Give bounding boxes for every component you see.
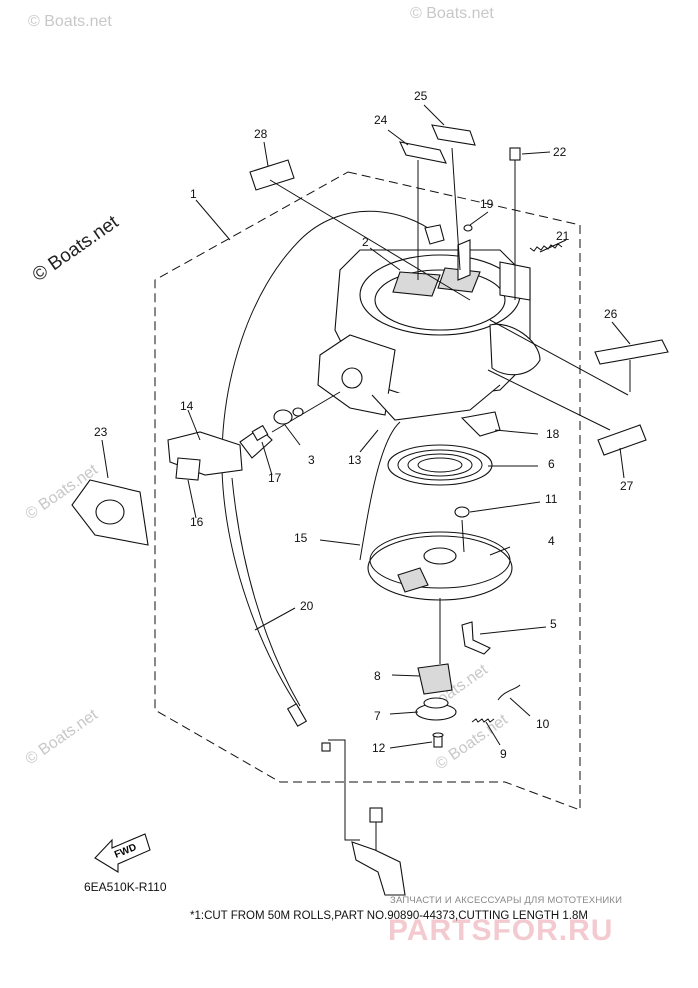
watermark-text: © Boats.net <box>410 5 494 22</box>
watermark-text: © Boats.net <box>28 13 112 30</box>
brand-watermark: © Boats.net <box>29 211 123 286</box>
callout-21: 21 <box>556 229 570 243</box>
callout-14: 14 <box>180 399 194 413</box>
callout-28: 28 <box>254 127 268 141</box>
shop-subtitle: ЗАПЧАСТИ И АКСЕССУАРЫ ДЛЯ МОТОТЕХНИКИ <box>390 895 623 906</box>
callout-15: 15 <box>294 531 308 545</box>
callout-18: 18 <box>546 427 560 441</box>
callout-20: 20 <box>300 599 314 613</box>
callout-6: 6 <box>548 457 555 471</box>
mount-bolt <box>509 147 521 300</box>
return-spring <box>471 718 495 723</box>
label-25 <box>431 124 476 146</box>
drive-plate <box>417 663 453 695</box>
mounting-bracket <box>351 807 406 896</box>
callout-7: 7 <box>374 709 381 723</box>
cable-clip <box>460 411 501 437</box>
diagram-code: 6EA510K-R110 <box>84 880 167 894</box>
callout-27: 27 <box>620 479 634 493</box>
callout-12: 12 <box>372 741 386 755</box>
callout-22: 22 <box>553 145 567 159</box>
shop-logo-watermark: PARTSFOR.RU <box>388 914 614 947</box>
callout-3: 3 <box>308 453 315 467</box>
callout-16: 16 <box>190 515 204 529</box>
callout-5: 5 <box>550 617 557 631</box>
callout-8: 8 <box>374 669 381 683</box>
label-24 <box>399 141 447 164</box>
callout-2: 2 <box>362 235 369 249</box>
cable-end-fitting <box>286 703 331 752</box>
label-26 <box>594 339 669 365</box>
callout-numbers: 1 2 3 4 5 6 7 8 9 10 11 12 13 14 15 16 1… <box>94 89 634 761</box>
label-27 <box>597 424 647 456</box>
callout-13: 13 <box>348 453 362 467</box>
pawl-spring <box>497 684 521 701</box>
callout-10: 10 <box>536 717 550 731</box>
bracket-leader <box>328 739 360 841</box>
callout-24: 24 <box>374 113 388 127</box>
label-28 <box>249 159 295 191</box>
rubber-grommet <box>71 479 149 546</box>
starter-cable <box>221 210 439 711</box>
small-screw <box>463 224 473 232</box>
tension-spring <box>529 243 563 252</box>
cable-footnote: *1:CUT FROM 50M ROLLS,PART NO.90890-4437… <box>190 910 588 922</box>
starter-rope <box>359 421 401 561</box>
assembly-boundary <box>154 171 581 811</box>
callout-26: 26 <box>604 307 618 321</box>
center-bolt <box>432 732 444 748</box>
callout-11: 11 <box>545 492 558 506</box>
rope-pulley <box>367 531 513 601</box>
callout-1: 1 <box>190 187 197 201</box>
leader-lines <box>101 104 631 749</box>
watermark-text: © Boats.net <box>23 706 102 768</box>
callout-25: 25 <box>414 89 428 103</box>
cable-end <box>424 224 445 245</box>
callout-17: 17 <box>268 471 282 485</box>
throttle-cable <box>231 477 301 707</box>
fwd-arrow-icon: FWD <box>94 833 151 873</box>
ratchet-pawl <box>461 621 491 655</box>
throttle-link-assembly <box>167 391 341 481</box>
callout-4: 4 <box>548 534 555 548</box>
circlip <box>454 506 470 518</box>
callout-9: 9 <box>500 747 507 761</box>
starter-housing <box>317 239 541 421</box>
callout-23: 23 <box>94 425 108 439</box>
watermark-text: © Boats.net <box>433 711 512 773</box>
spiral-spring <box>387 444 493 486</box>
callout-19: 19 <box>480 197 494 211</box>
